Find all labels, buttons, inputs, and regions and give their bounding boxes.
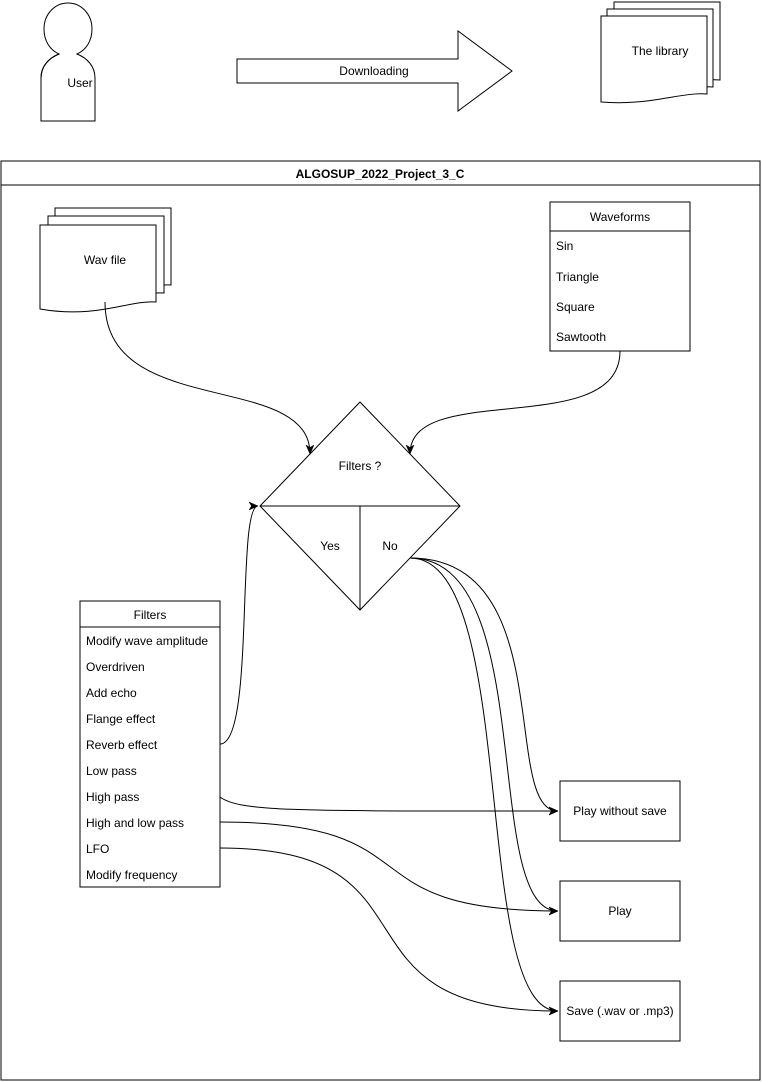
user-label: User (67, 76, 92, 90)
save-label: Save (.wav or .mp3) (566, 1004, 673, 1018)
filter-item[interactable]: LFO (86, 842, 109, 856)
wav-file-label: Wav file (84, 253, 127, 267)
edge-high-pass-to-play-without-save (219, 796, 558, 811)
filters-title: Filters (134, 608, 167, 622)
container-title: ALGOSUP_2022_Project_3_C (296, 167, 465, 181)
waveforms-title: Waveforms (590, 210, 650, 224)
user-actor[interactable]: User (40, 2, 121, 122)
edge-no-to-play (409, 557, 558, 911)
filters-list[interactable]: Filters Modify wave amplitude Overdriven… (79, 600, 221, 888)
edge-no-to-save (409, 557, 558, 1011)
edge-lfo-to-save (219, 847, 558, 1011)
play-without-save-label: Play without save (573, 804, 667, 818)
library-document-stack[interactable]: The library (600, 1, 721, 104)
play-label: Play (608, 904, 631, 918)
play-without-save-node[interactable]: Play without save (559, 780, 681, 842)
user-icon (40, 2, 96, 122)
downloading-arrow: Downloading (236, 30, 513, 112)
filter-item[interactable]: Add echo (86, 686, 137, 700)
waveform-item[interactable]: Sawtooth (556, 330, 606, 344)
edge-waveforms-to-decision (410, 350, 621, 454)
filter-item[interactable]: High pass (86, 790, 139, 804)
save-node[interactable]: Save (.wav or .mp3) (559, 980, 681, 1042)
decision-yes-label: Yes (320, 539, 340, 553)
wav-file-node[interactable]: Wav file (39, 207, 172, 313)
filter-item[interactable]: Reverb effect (86, 738, 158, 752)
filter-item[interactable]: Low pass (86, 764, 137, 778)
filter-item[interactable]: Modify frequency (86, 868, 177, 882)
waveform-item[interactable]: Sin (556, 239, 573, 253)
filter-item[interactable]: Flange effect (86, 712, 156, 726)
play-node[interactable]: Play (559, 880, 681, 942)
downloading-label: Downloading (339, 64, 408, 78)
decision-label: Filters ? (339, 459, 382, 473)
library-label: The library (632, 44, 689, 58)
edge-no-to-play-without-save (409, 557, 558, 811)
edge-wav-to-decision (104, 301, 310, 454)
waveform-item[interactable]: Square (556, 300, 595, 314)
waveforms-list[interactable]: Waveforms Sin Triangle Square Sawtooth (549, 201, 691, 352)
edge-filters-to-decision (219, 506, 258, 745)
filter-item[interactable]: High and low pass (86, 816, 184, 830)
decision-no-label: No (382, 539, 398, 553)
filter-item[interactable]: Modify wave amplitude (86, 634, 208, 648)
waveform-item[interactable]: Triangle (556, 270, 599, 284)
filter-item[interactable]: Overdriven (86, 660, 145, 674)
edge-high-low-pass-to-play (219, 821, 558, 911)
